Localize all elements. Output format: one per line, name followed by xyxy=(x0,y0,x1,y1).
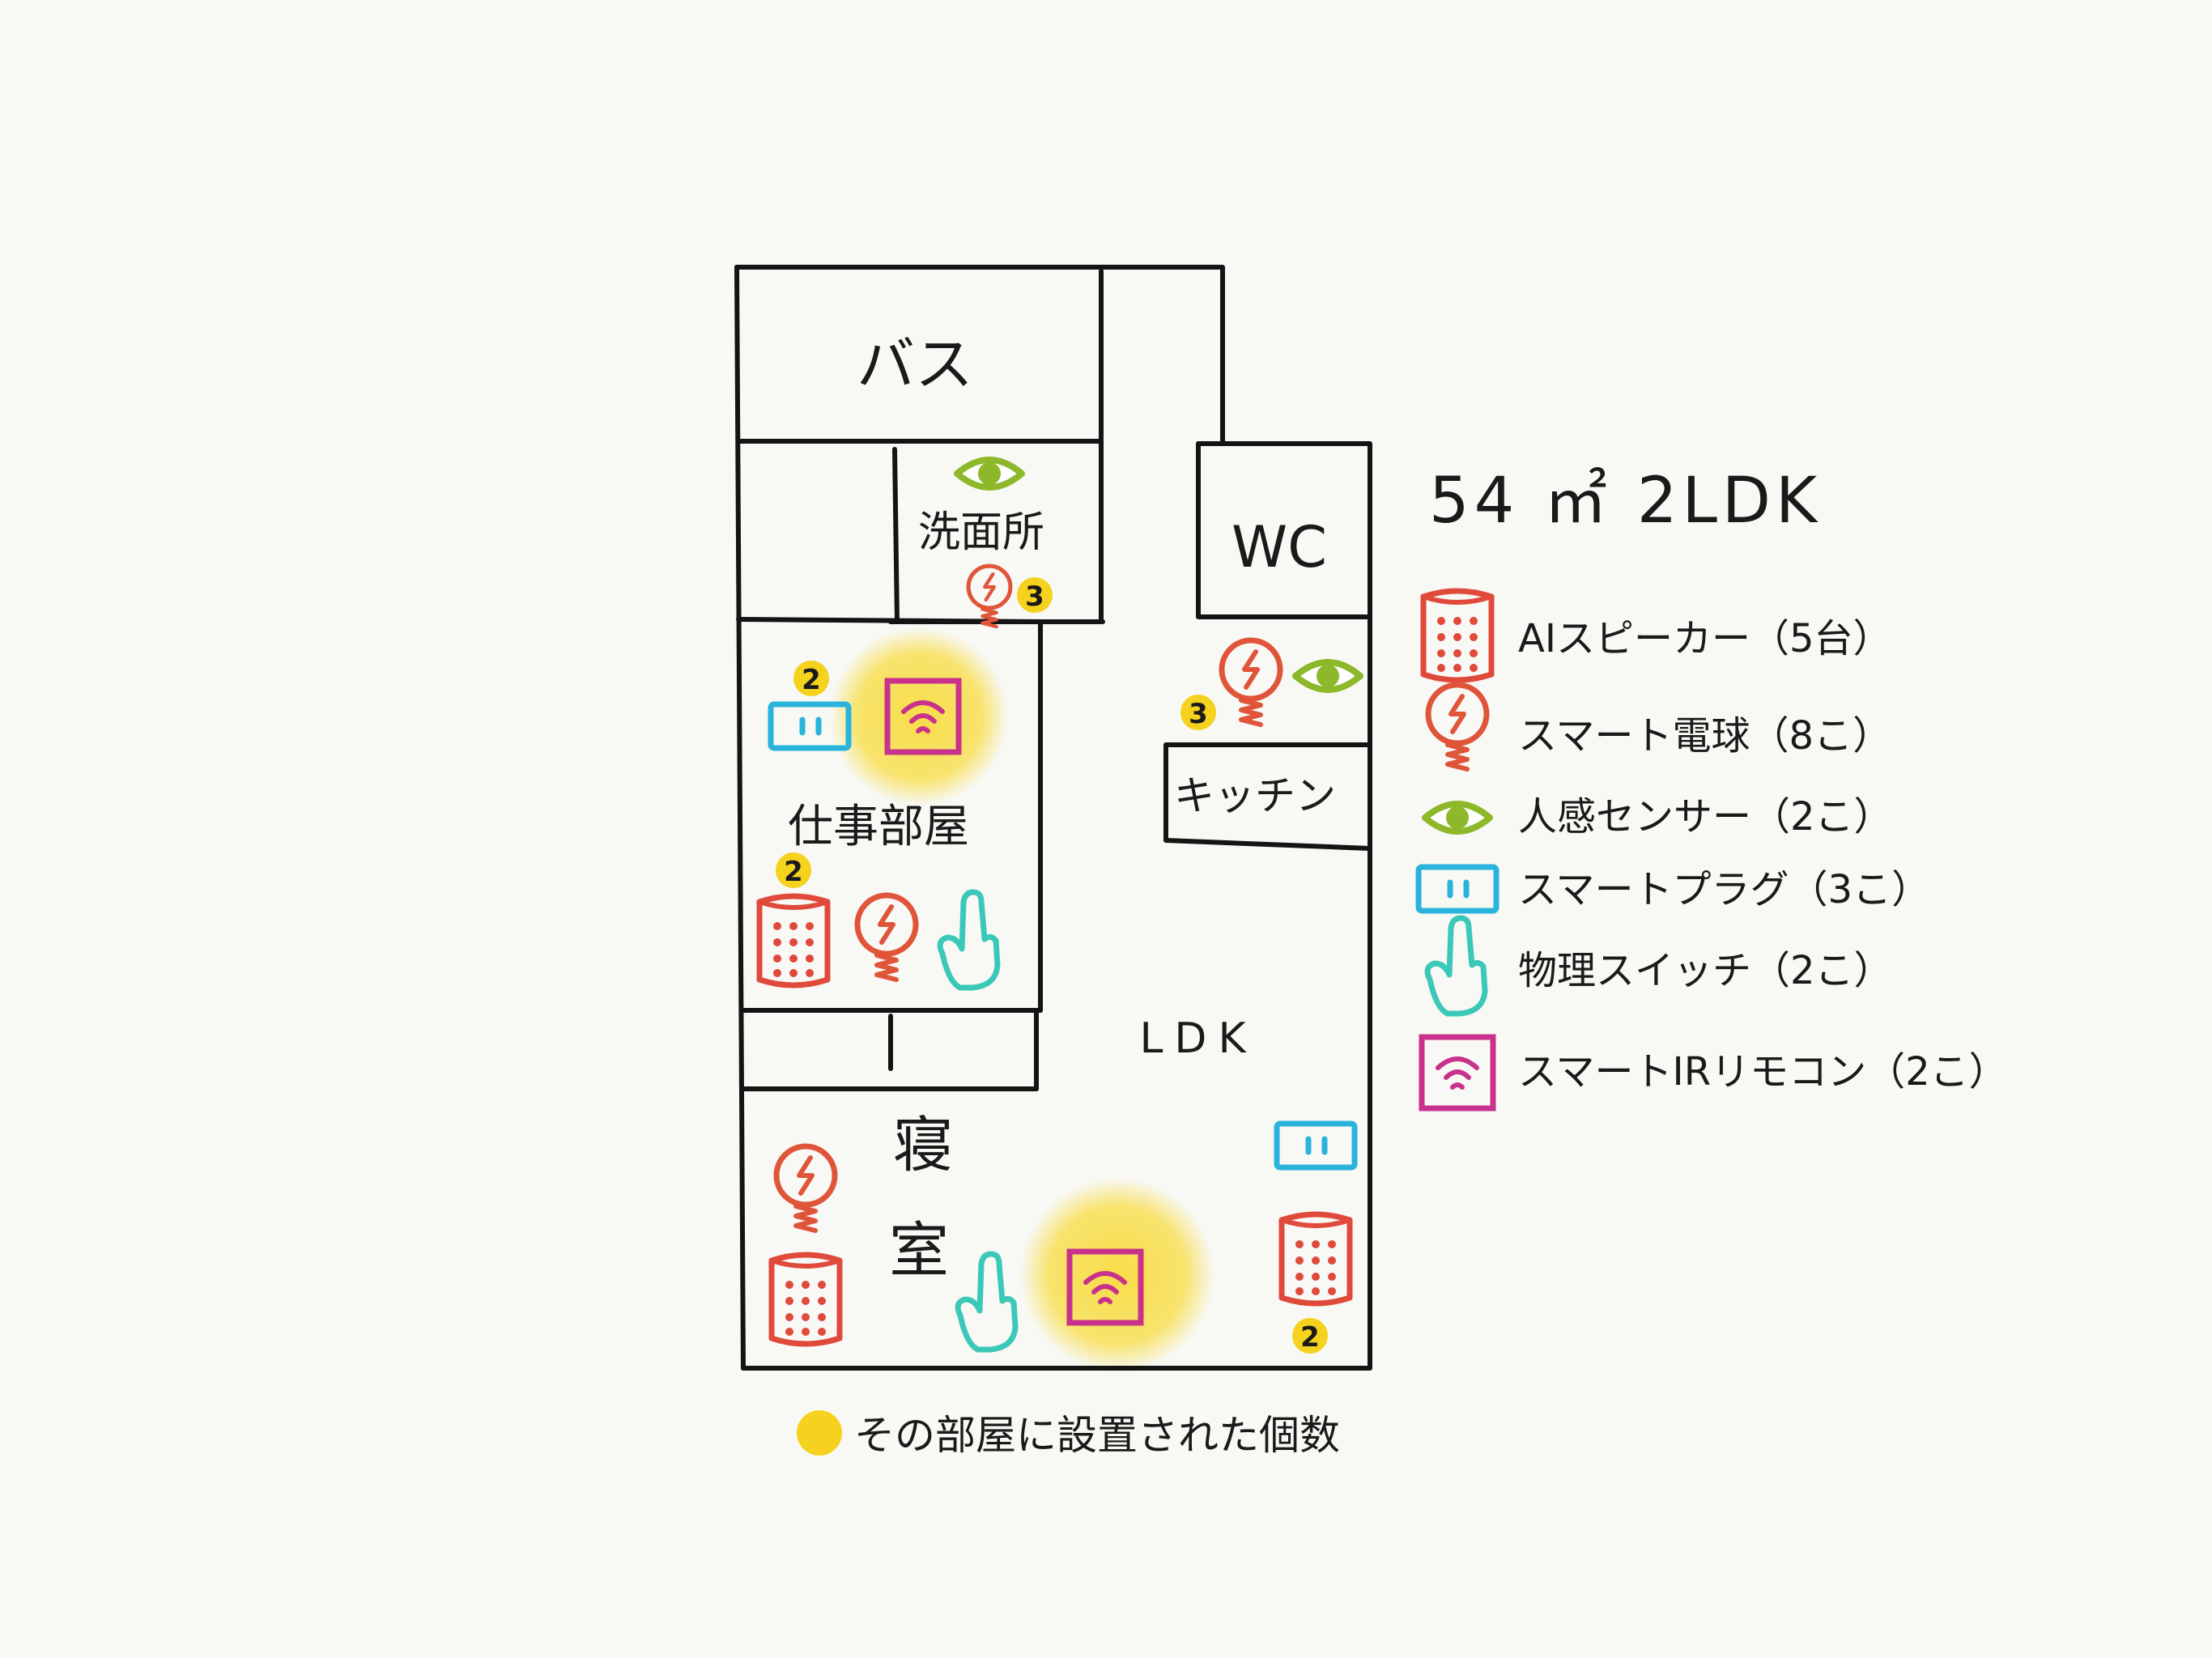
floor-plan-title: 54 ㎡ 2LDK xyxy=(1429,465,1822,538)
speaker-icon xyxy=(759,896,827,985)
plug-icon xyxy=(1419,867,1496,911)
count-badge-work-plug: 2 xyxy=(802,664,821,696)
bulb-icon xyxy=(1222,640,1280,725)
count-badge-washroom-bulb: 3 xyxy=(1025,580,1044,613)
bulb-icon xyxy=(968,566,1010,627)
switch-icon xyxy=(1427,918,1485,1014)
switch-icon xyxy=(958,1254,1015,1350)
count-badge-work-speaker: 2 xyxy=(784,856,803,888)
count-badge xyxy=(793,661,829,696)
room-label-bath: バス xyxy=(857,330,973,398)
room-label-bedroom-2: 室 xyxy=(889,1216,949,1286)
legend-bulb-label: スマート電球（8こ） xyxy=(1518,713,1891,759)
count-badge xyxy=(1017,577,1053,613)
sensor-icon xyxy=(1425,804,1490,831)
legend-ir-remote-label: スマートIRリモコン（2こ） xyxy=(1518,1049,2008,1095)
legend-plug-label: スマートプラグ（3こ） xyxy=(1518,867,1930,912)
count-badge xyxy=(776,852,811,888)
walls xyxy=(734,265,1372,1371)
room-label-washroom: 洗面所 xyxy=(918,508,1044,557)
plug-icon xyxy=(1277,1124,1355,1167)
ir-remote-icon xyxy=(1422,1037,1493,1108)
legend-switch-label: 物理スイッチ（2こ） xyxy=(1518,948,1893,993)
switch-icon xyxy=(940,892,998,988)
room-label-wc: WC xyxy=(1231,514,1327,580)
bulb-icon xyxy=(776,1146,835,1231)
speaker-icon xyxy=(1282,1214,1350,1303)
sensor-icon xyxy=(957,460,1022,487)
footer-note: その部屋に設置された個数 xyxy=(854,1412,1340,1459)
sensor-icon xyxy=(1295,662,1360,690)
speaker-icon xyxy=(1423,591,1491,680)
bulb-icon xyxy=(1428,685,1487,769)
room-label-work-room: 仕事部屋 xyxy=(788,801,969,853)
legend: AIスピーカー（5台） スマート電球（8こ） 人感センサー（2こ） スマートプラ… xyxy=(1419,591,2008,1108)
bulb-icon xyxy=(857,895,916,980)
room-label-ldk: LDK xyxy=(1139,1014,1257,1063)
legend-sensor-label: 人感センサー（2こ） xyxy=(1518,794,1893,840)
legend-speaker-label: AIスピーカー（5台） xyxy=(1518,616,1892,661)
count-badge xyxy=(1180,695,1216,730)
count-badge xyxy=(1292,1318,1328,1354)
count-badge-legend-dot xyxy=(797,1410,842,1456)
room-label-bedroom-1: 寝 xyxy=(893,1111,953,1180)
count-badge-ldk-speaker: 2 xyxy=(1300,1321,1320,1354)
speaker-icon xyxy=(772,1255,840,1344)
room-label-kitchen: キッチン xyxy=(1174,772,1336,819)
count-badge-kitchen-bulb: 3 xyxy=(1189,698,1208,730)
